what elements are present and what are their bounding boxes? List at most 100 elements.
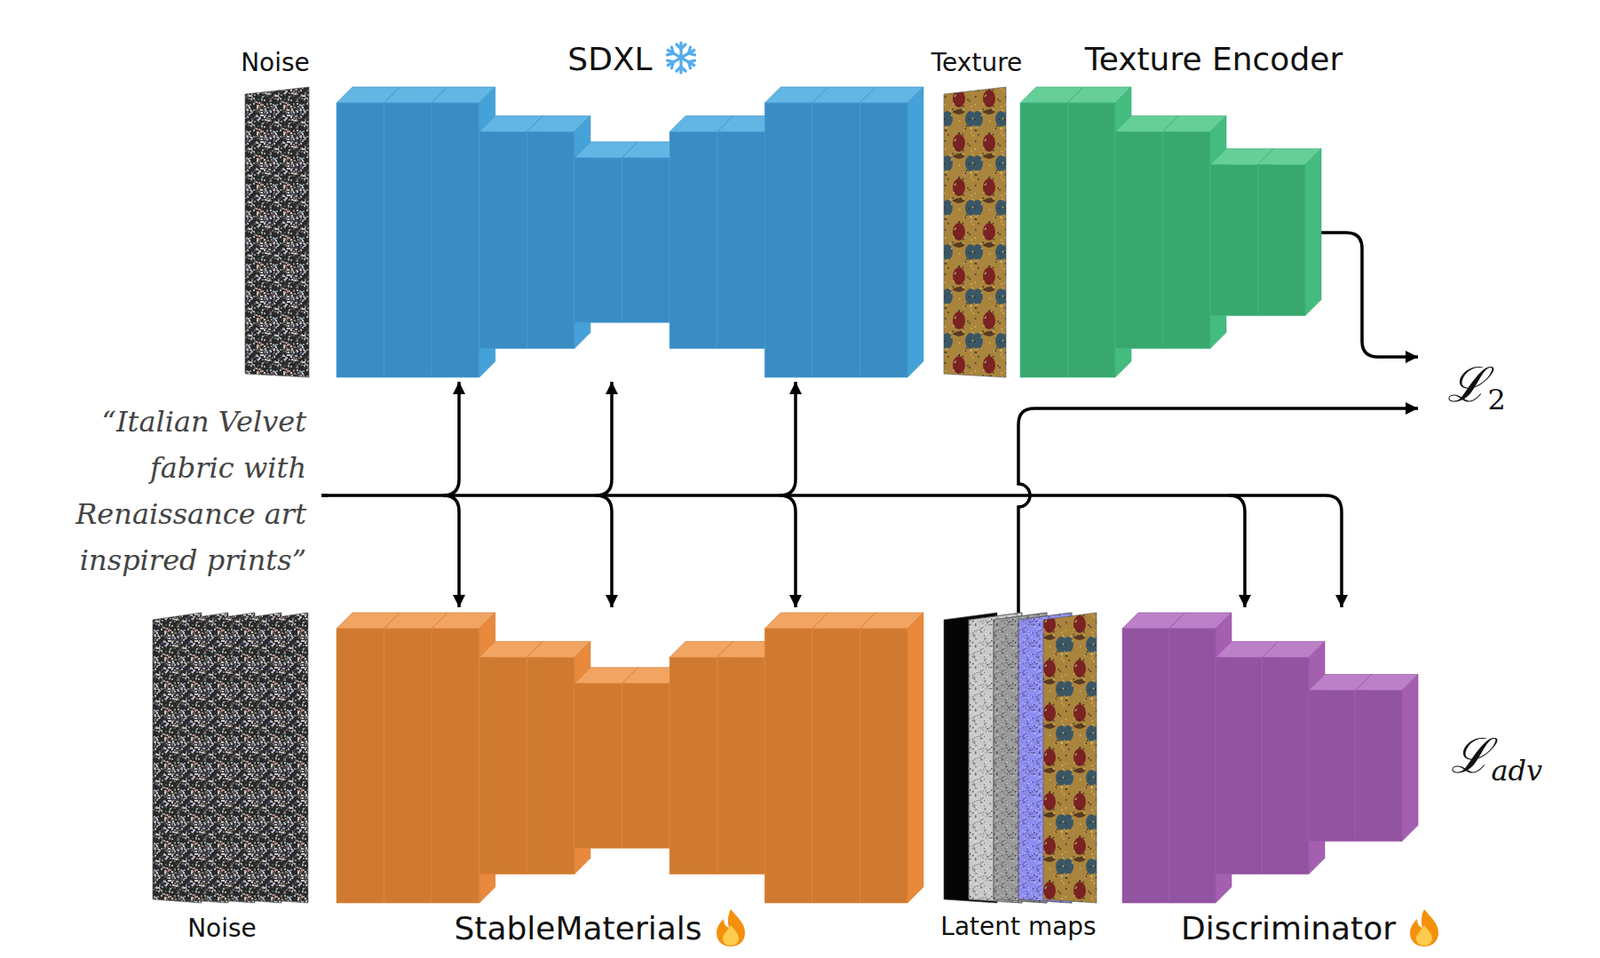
noise-image — [259, 612, 309, 903]
loss-symbol: ℒ — [1447, 357, 1488, 413]
layer-front — [764, 628, 813, 903]
decoration — [943, 612, 1097, 903]
layer-front — [1115, 131, 1164, 349]
block-illustration — [336, 87, 924, 378]
layer-side — [1305, 149, 1322, 317]
flow-wire — [321, 495, 1342, 608]
layer-front — [1308, 690, 1356, 842]
network-block: StableMaterials — [336, 612, 924, 903]
decoration — [336, 87, 924, 378]
flow-wire — [595, 495, 612, 608]
flow-wire — [443, 381, 460, 496]
layer-front — [1020, 102, 1069, 378]
layer-front — [384, 102, 433, 378]
image-stack: Noise — [245, 87, 309, 378]
decoration — [665, 46, 696, 70]
layer-front — [622, 683, 671, 848]
layer-front — [669, 657, 718, 874]
snowflake-branch — [666, 47, 695, 69]
block-title: StableMaterials — [453, 910, 702, 947]
flow-wire — [779, 495, 796, 608]
flame-inner — [722, 925, 739, 946]
flow-wire — [1018, 408, 1418, 613]
decoration — [943, 87, 1006, 378]
trainable-icon — [712, 907, 749, 947]
layer-front — [717, 131, 766, 349]
flow-wire — [1306, 232, 1418, 357]
layer-side — [907, 612, 924, 903]
image-stack: Latent maps — [943, 612, 1097, 903]
layer-front — [1169, 628, 1217, 903]
decoration — [1020, 87, 1322, 378]
noise-image — [245, 87, 309, 378]
layer-front — [479, 131, 528, 349]
layer-front — [622, 158, 671, 323]
layer-front — [1215, 657, 1263, 874]
layer-side — [907, 87, 924, 378]
image-stack: Noise — [152, 612, 309, 903]
snowflake-branch — [666, 47, 695, 69]
layer-front — [1068, 102, 1117, 378]
layer-front — [669, 131, 718, 349]
block-illustration — [152, 612, 309, 903]
layer-front — [574, 158, 623, 323]
layer-front — [1210, 165, 1259, 317]
decoration — [336, 612, 924, 903]
block-title: Discriminator — [1180, 910, 1396, 947]
block-title: Latent maps — [940, 912, 1096, 942]
block-illustration — [1020, 87, 1322, 378]
flow-wire — [443, 495, 460, 608]
layer-front — [1262, 657, 1310, 874]
loss-subscript: adv — [1491, 754, 1544, 788]
layer-front — [717, 657, 766, 874]
layer-front — [1122, 628, 1170, 903]
layer-front — [526, 657, 575, 874]
block-illustration — [245, 87, 309, 378]
flame-outer — [716, 909, 745, 947]
layer-front — [1258, 165, 1307, 317]
block-illustration — [943, 87, 1006, 378]
decoration — [665, 42, 696, 73]
flame-inner — [1416, 925, 1433, 946]
texture-image — [943, 87, 1006, 378]
block-illustration — [1122, 612, 1418, 903]
layer-front — [859, 628, 908, 903]
layer-front — [1163, 131, 1212, 349]
prompt-line-start — [321, 493, 329, 498]
layer-front — [431, 628, 480, 903]
frozen-icon — [663, 38, 699, 78]
loss-symbol: ℒ — [1450, 728, 1491, 785]
layer-front — [574, 683, 623, 848]
layer-front — [336, 102, 385, 378]
layer-front — [336, 628, 385, 903]
decoration — [1122, 612, 1418, 903]
decoration — [245, 87, 309, 378]
layer-front — [812, 628, 861, 903]
layer-front — [1355, 690, 1403, 842]
loss-subscript: 2 — [1488, 383, 1506, 417]
layer-front — [526, 131, 575, 349]
layer-side — [1401, 674, 1418, 842]
block-illustration — [336, 612, 924, 903]
flame-outer — [1409, 909, 1439, 947]
flow-wire — [779, 381, 796, 496]
latent-map — [1043, 612, 1097, 903]
block-title: Texture Encoder — [1085, 40, 1343, 78]
layer-front — [431, 102, 480, 378]
layer-front — [479, 657, 528, 874]
block-title: Noise — [240, 48, 310, 78]
network-block: SDXL — [336, 87, 924, 378]
network-block: Texture Encoder — [1020, 87, 1322, 378]
prompt-text: “Italian Velvet fabric with Renaissance … — [31, 398, 307, 584]
layer-front — [764, 102, 813, 378]
image-stack: Texture — [943, 87, 1006, 378]
trainable-icon — [1406, 907, 1442, 947]
layer-front — [384, 628, 433, 903]
decoration — [665, 46, 696, 70]
layer-front — [812, 102, 861, 378]
decoration — [152, 612, 309, 903]
layer-front — [859, 102, 908, 378]
block-illustration — [943, 612, 1097, 903]
block-title: Noise — [187, 914, 257, 943]
